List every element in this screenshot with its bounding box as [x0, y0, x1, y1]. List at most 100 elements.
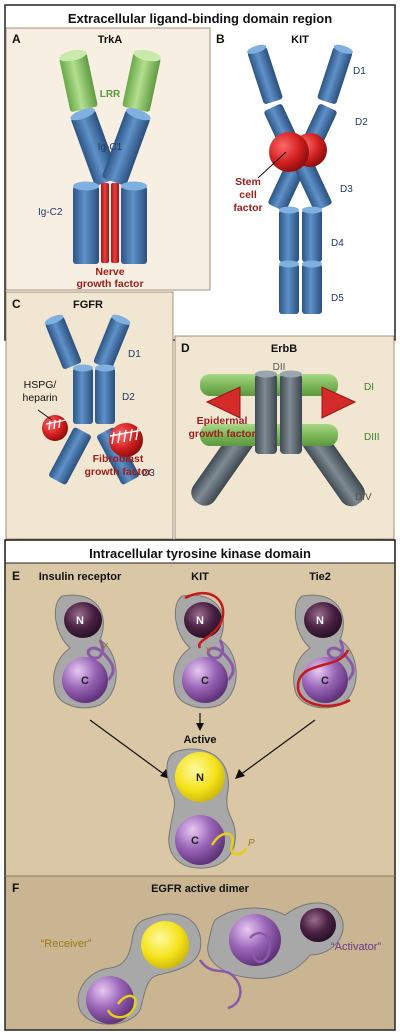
c-label: C — [81, 675, 89, 687]
panel-c: C FGFR D1 D2 D3 HSPG/ heparin Fibroblast — [5, 291, 174, 540]
fgf-ligand — [109, 423, 143, 457]
ngf-label-2: growth factor — [76, 278, 143, 290]
erbb-dii-domain — [255, 370, 302, 454]
c-label: C — [321, 675, 329, 687]
panel-c-letter: C — [12, 297, 21, 311]
panel-f-letter: F — [12, 881, 19, 895]
scf-ligand — [257, 132, 327, 179]
n-label: N — [316, 615, 324, 627]
intracellular-header: Intracellular tyrosine kinase domain — [89, 546, 311, 561]
panel-b-title: KIT — [291, 34, 309, 46]
c-terminal-tail — [296, 649, 351, 708]
n-lobe — [64, 602, 102, 638]
ngf-label-1: Nerve — [95, 266, 124, 278]
fgfr-d3-domain — [49, 427, 139, 485]
intracellular-header-bg — [6, 541, 394, 563]
panel-d-title: ErbB — [271, 343, 297, 355]
activator-label: “Activator” — [331, 941, 381, 953]
y-label: Y — [101, 642, 109, 653]
hspg-label-1: HSPG/ — [24, 379, 57, 391]
activation-loop — [106, 994, 137, 1019]
trka-igc1-label: Ig-C1 — [98, 142, 123, 153]
ngf-ligand — [101, 183, 119, 263]
n-label: N — [196, 772, 204, 784]
y-label: Y — [205, 646, 213, 657]
n-label: N — [196, 615, 204, 627]
erbb-div-label: DIV — [355, 492, 372, 503]
fgfr-d1-label: D1 — [128, 349, 141, 360]
fgfr-d1-domain — [44, 314, 131, 369]
kit-kinase-title: KIT — [191, 571, 209, 583]
trka-igc2-domain — [73, 181, 147, 264]
kit-kinase: N C Y — [173, 591, 237, 709]
kit-d3-label: D3 — [340, 184, 353, 195]
c-label: C — [191, 835, 199, 847]
juxtamembrane-segment — [184, 591, 225, 649]
egf-label-2: growth factor — [188, 428, 255, 440]
n-lobe — [141, 921, 189, 969]
insulin-receptor-title: Insulin receptor — [39, 571, 122, 583]
tie2-kinase-title: Tie2 — [309, 571, 331, 583]
kit-d4-label: D4 — [331, 238, 344, 249]
activator-kinase — [198, 902, 344, 1010]
scf-label-3: factor — [233, 202, 262, 214]
hspg-ligand — [37, 409, 68, 441]
trka-lrr-domain — [59, 49, 161, 112]
panel-f-title: EGFR active dimer — [151, 883, 250, 895]
c-lobe — [175, 815, 225, 865]
activation-loop — [210, 832, 248, 856]
erbb-di-label: DI — [364, 382, 374, 393]
receiver-label: “Receiver” — [41, 938, 92, 950]
activation-loop — [249, 931, 272, 963]
panel-f: F EGFR active dimer “Receiver” “Activato… — [12, 881, 381, 1025]
scf-label-2: cell — [239, 189, 257, 201]
panel-b: B KIT D1 D2 D3 D4 D5 — [216, 32, 368, 314]
fgf-label-1: Fibroblast — [93, 453, 144, 465]
kit-d3-domain — [268, 159, 332, 211]
active-kinase: N C P — [166, 748, 255, 869]
n-lobe — [175, 752, 225, 802]
trka-lrr-label: LRR — [100, 89, 121, 100]
panel-a-title: TrkA — [98, 34, 123, 46]
activation-arrows — [89, 713, 316, 779]
panel-b-letter: B — [216, 32, 225, 46]
fgfr-d3-label: D3 — [142, 468, 155, 479]
trka-igc2-label: Ig-C2 — [38, 207, 63, 218]
fgfr-d2-domain — [73, 364, 115, 424]
kit-d2-label: D2 — [355, 117, 368, 128]
scf-label-1: Stem — [235, 176, 261, 188]
fgf-label-2: growth factor — [84, 466, 151, 478]
hspg-label-2: heparin — [22, 392, 57, 404]
erbb-div-domain — [191, 426, 365, 507]
panel-a: A TrkA LRR Ig-C1 Ig-C2 Nerve growth fact… — [5, 27, 211, 291]
kit-d5-domain — [279, 260, 322, 314]
kit-d4-domain — [279, 206, 322, 262]
fgfr-d2-label: D2 — [122, 392, 135, 403]
trka-igc1-domain — [70, 108, 151, 186]
n-lobe — [300, 908, 336, 942]
panel-f-bg — [6, 876, 394, 1029]
insulin-receptor-kinase: N C Y — [53, 594, 117, 709]
receiver-kinase — [77, 913, 202, 1025]
activation-loop — [86, 639, 115, 682]
panel-c-title: FGFR — [73, 299, 103, 311]
egf-ligand — [205, 386, 357, 419]
tie2-kinase: N C — [293, 594, 357, 709]
kit-d5-label: D5 — [331, 293, 344, 304]
kit-d1-domain — [247, 44, 353, 104]
p-label: P — [248, 838, 255, 849]
extracellular-header: Extracellular ligand-binding domain regi… — [68, 11, 332, 26]
kit-d1-label: D1 — [353, 66, 366, 77]
c-lobe — [86, 976, 134, 1024]
c-label: C — [201, 675, 209, 687]
egf-label-1: Epidermal — [197, 415, 248, 427]
panel-d: D ErbB DI DII DIII DIV Epidermal growth … — [174, 335, 395, 540]
panel-a-letter: A — [12, 32, 21, 46]
c-lobe — [62, 657, 108, 703]
panel-e: E Insulin receptor KIT Tie2 N C Y N C Y — [12, 569, 357, 869]
n-label: N — [76, 615, 84, 627]
erbb-dii-label: DII — [273, 362, 286, 373]
juxtamembrane-segment — [198, 959, 242, 1010]
erbb-diii-label: DIII — [364, 432, 380, 443]
